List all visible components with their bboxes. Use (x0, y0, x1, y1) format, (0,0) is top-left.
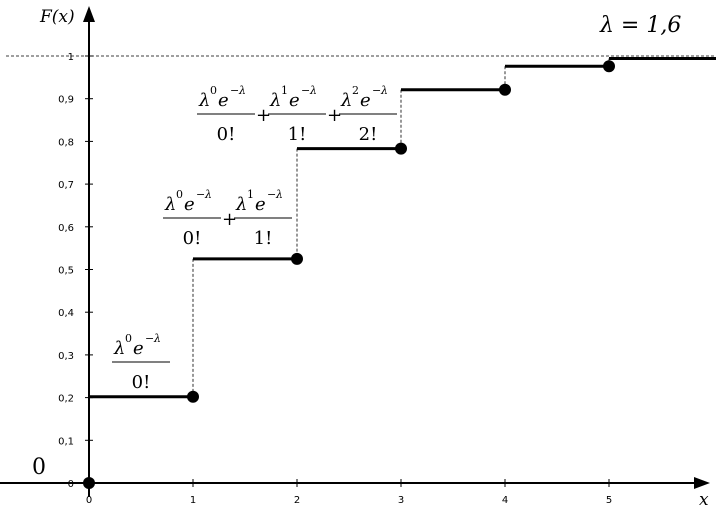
origin-label: 0 (32, 455, 46, 480)
formula-power: 1 (247, 188, 254, 201)
formula-e: e (289, 90, 300, 111)
formula-exp-minus: − (267, 188, 276, 201)
formula-power: 0 (210, 84, 217, 97)
formula-denominator: 1! (254, 228, 273, 249)
y-tick-label: 0,1 (58, 436, 74, 447)
formula-denominator: 0! (183, 228, 202, 249)
formula-e: e (255, 194, 266, 215)
formula-exp-minus: − (301, 84, 310, 97)
formula-plus: + (222, 209, 237, 230)
formula-power: 1 (281, 84, 288, 97)
series (83, 57, 716, 489)
x-tick-label: 1 (190, 495, 196, 506)
formula-lambda: λ (198, 90, 210, 111)
ticks: 0 0,1 0,2 0,3 0,4 0,5 0,6 0,7 0,8 0,9 1 0 1 2 3 4 5 (58, 52, 612, 506)
formula-exp-lambda: λ (153, 332, 161, 345)
formula-exp-minus: − (196, 188, 205, 201)
formula-denominator: 0! (217, 124, 236, 145)
formula-e: e (133, 338, 144, 359)
axes: F(x) x 0 λ = 1,6 (0, 6, 710, 507)
formula-power: 2 (352, 84, 359, 97)
y-tick-label: 0,2 (58, 394, 74, 405)
formula-lambda: λ (269, 90, 281, 111)
y-tick-label: 1 (68, 52, 74, 63)
formula-e: e (360, 90, 371, 111)
formula-e: e (218, 90, 229, 111)
formula-lambda: λ (164, 194, 176, 215)
formula-denominator: 1! (288, 124, 307, 145)
formula-power: 0 (125, 332, 132, 345)
formula-denominator: 2! (359, 124, 378, 145)
data-point (187, 390, 199, 403)
data-point (83, 477, 95, 489)
x-tick-label: 0 (86, 495, 92, 506)
formula-lambda: λ (235, 194, 247, 215)
y-tick-label: 0,8 (58, 137, 74, 148)
formula-e: e (184, 194, 195, 215)
x-axis-arrow-icon (694, 477, 710, 489)
y-tick-label: 0,4 (58, 308, 74, 319)
lambda-parameter-label: λ = 1,6 (599, 13, 681, 38)
formula-denominator: 0! (132, 372, 151, 393)
data-point (291, 252, 303, 265)
formula-exp-lambda: λ (380, 84, 388, 97)
y-tick-label: 0,7 (58, 180, 74, 191)
data-point (499, 83, 511, 96)
formula-exp-minus: − (372, 84, 381, 97)
y-axis-arrow-icon (83, 6, 95, 22)
formula-exp-lambda: λ (275, 188, 283, 201)
formula-plus: + (256, 105, 271, 126)
formula-exp-lambda: λ (238, 84, 246, 97)
formula-lambda: λ (113, 338, 125, 359)
y-tick-label: 0 (68, 479, 74, 490)
x-axis-title: x (699, 490, 709, 507)
formula-exp-lambda: λ (309, 84, 317, 97)
formula-exp-lambda: λ (204, 188, 212, 201)
y-tick-label: 0,3 (58, 351, 74, 362)
x-tick-label: 3 (398, 495, 404, 506)
x-tick-label: 2 (294, 495, 300, 506)
data-point (395, 142, 407, 155)
formula-plus: + (327, 105, 342, 126)
y-tick-label: 0,5 (58, 266, 74, 277)
formula-power: 0 (176, 188, 183, 201)
formula-exp-minus: − (230, 84, 239, 97)
y-axis-title: F(x) (39, 7, 75, 27)
formula-exp-minus: − (145, 332, 154, 345)
y-tick-label: 0,9 (58, 95, 74, 106)
y-tick-label: 0,6 (58, 223, 74, 234)
formula-lambda: λ (340, 90, 352, 111)
data-point (603, 60, 615, 73)
x-tick-label: 4 (502, 495, 508, 506)
x-tick-label: 5 (606, 495, 612, 506)
